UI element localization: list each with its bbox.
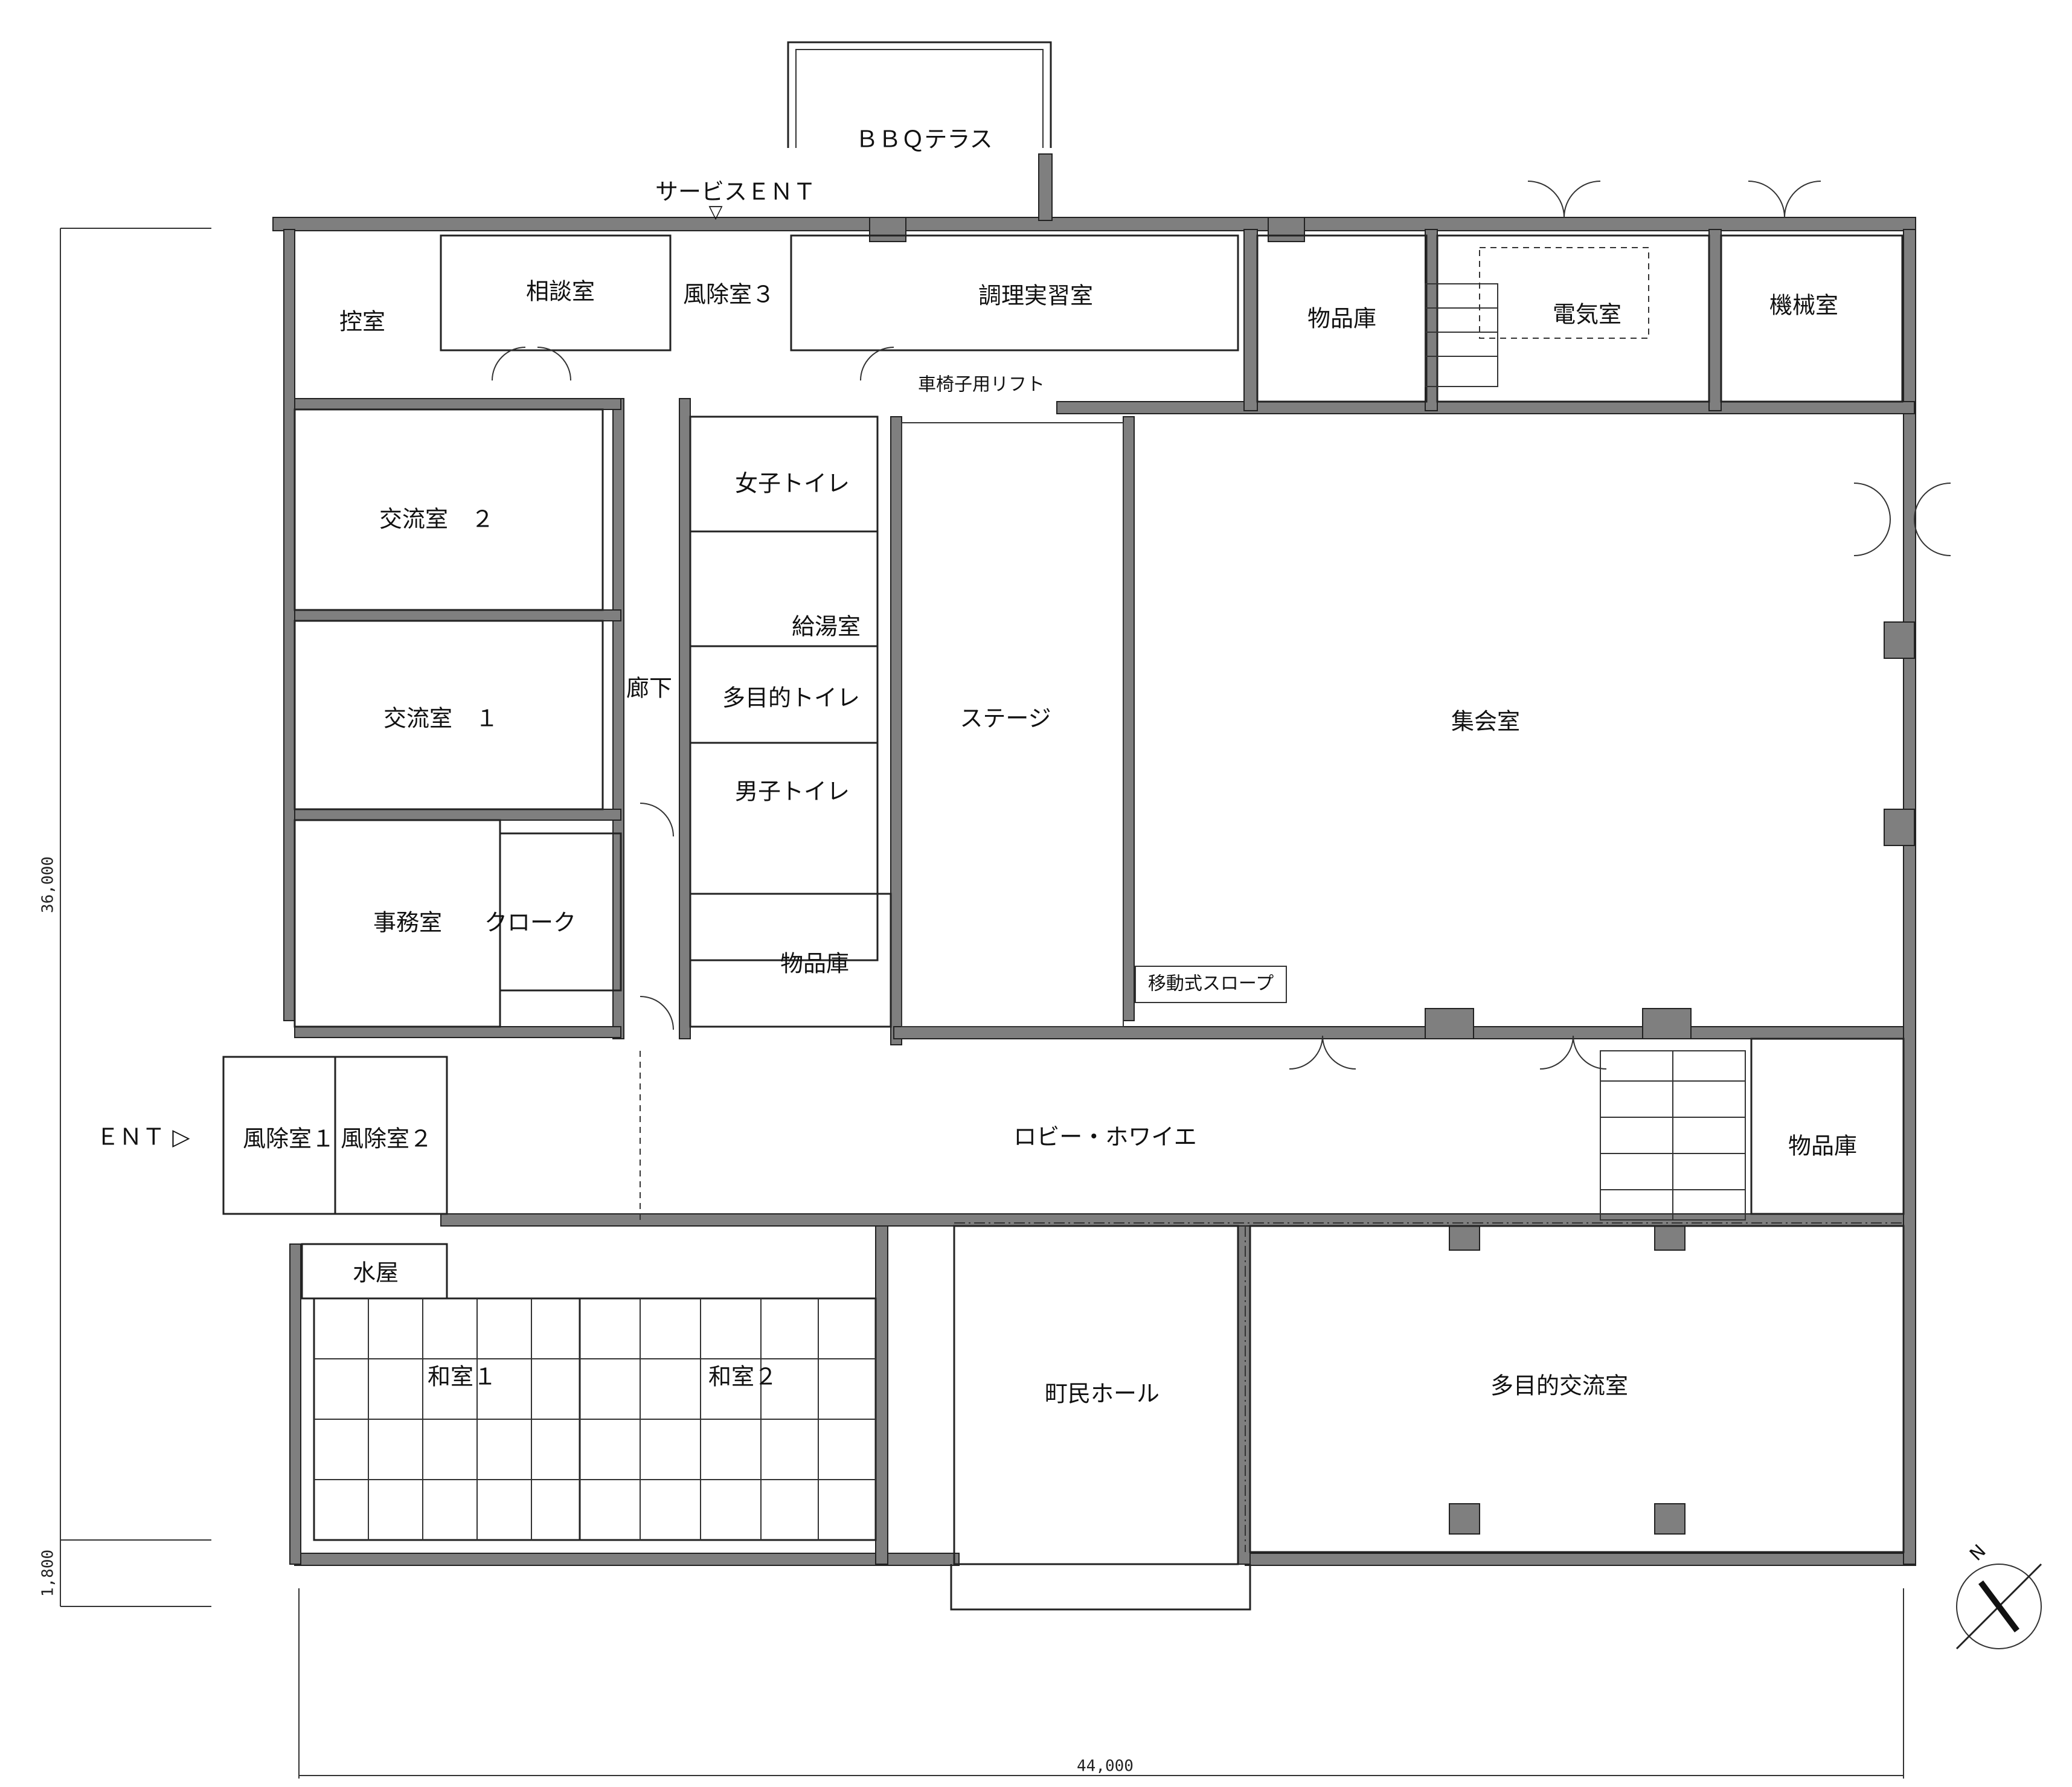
dimension-depth-main: 36,000 (39, 856, 57, 913)
label-service-ent: サービスＥＮＴ (655, 179, 816, 205)
stairs (1425, 283, 1746, 1221)
service-ent-arrow-icon: ▽ (708, 202, 722, 223)
label-womens-toilet: 女子トイレ (735, 470, 850, 497)
label-lobby-foyer: ロビー・ホワイエ (1013, 1124, 1197, 1150)
label-kyuto: 給湯室 (792, 614, 861, 640)
label-chomin-hall: 町民ホール (1045, 1381, 1159, 1407)
dimension-lines (60, 228, 1904, 1779)
movable-partition-lines (640, 247, 1904, 1552)
interior-partitions (222, 234, 1905, 1611)
label-hikaeshitsu: 控室 (339, 309, 385, 335)
label-bbq-terrace: ＢＢＱテラス (855, 126, 992, 153)
label-soudanshitsu: 相談室 (526, 278, 595, 305)
label-ent: ＥＮＴ ▷ (96, 1124, 190, 1150)
label-mens-toilet: 男子トイレ (735, 778, 850, 805)
label-movable-slope: 移動式スロープ (1148, 974, 1274, 995)
label-buppinko-east: 物品庫 (1788, 1133, 1857, 1160)
label-washitsu2: 和室２ (708, 1364, 777, 1390)
label-koryu2: 交流室 ２ (379, 506, 494, 533)
label-multipurpose-toilet: 多目的トイレ (722, 685, 860, 711)
label-corridor: 廊下 (626, 675, 672, 702)
label-denkishitsu: 電気室 (1553, 301, 1621, 328)
compass-north-label: N (1966, 1541, 1990, 1565)
label-cloak: クローク (484, 910, 576, 936)
room-labels: ＢＢＱテラス サービスＥＮＴ ▽ 控室 相談室 風除室３ 調理実習室 物品庫 電… (96, 126, 1857, 1407)
label-fujoshitsu1: 風除室１ (243, 1126, 335, 1152)
north-compass: N (1955, 1541, 2042, 1650)
bbq-terrace-outline (787, 41, 1053, 221)
label-chouri: 調理実習室 (978, 283, 1093, 309)
label-washitsu1: 和室１ (428, 1364, 496, 1390)
exterior-walls (272, 217, 1916, 1566)
label-wheelchair-lift: 車椅子用リフト (918, 374, 1045, 396)
label-koryu1: 交流室 １ (383, 705, 498, 732)
label-mizuya: 水屋 (353, 1260, 399, 1286)
label-fujoshitsu2: 風除室２ (341, 1126, 432, 1152)
door-swings (492, 181, 1951, 1070)
dimension-width-total: 44,000 (1077, 1757, 1134, 1776)
label-shukaishitsu: 集会室 (1451, 708, 1520, 735)
label-jimushitsu: 事務室 (373, 910, 442, 936)
label-fujoshitsu3: 風除室３ (683, 281, 775, 308)
label-kikaishitsu: 機械室 (1769, 292, 1838, 319)
label-stage: ステージ (960, 705, 1051, 732)
tatami-grid (314, 1298, 876, 1540)
label-buppinko-center: 物品庫 (780, 951, 849, 977)
label-tamokuteki-koryu: 多目的交流室 (1490, 1373, 1628, 1399)
label-buppinko-north: 物品庫 (1307, 306, 1376, 332)
dimension-depth-extra: 1,800 (39, 1550, 57, 1597)
